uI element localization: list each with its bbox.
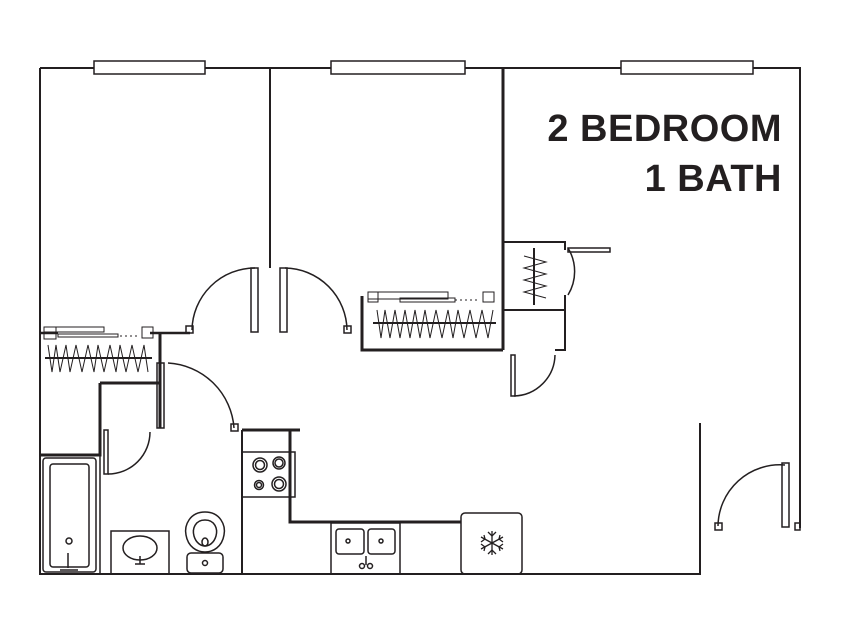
bathroom-sink-icon xyxy=(110,530,170,575)
snowflake-icon xyxy=(480,531,504,555)
stove-icon xyxy=(241,451,296,498)
bathtub-icon xyxy=(42,457,97,573)
closet-rods xyxy=(43,248,548,373)
windows xyxy=(93,60,754,75)
interior-walls xyxy=(40,68,701,574)
doors xyxy=(103,247,801,531)
refrigerator xyxy=(460,512,523,575)
toilet-icon xyxy=(184,511,226,574)
kitchen-sink-icon xyxy=(330,522,401,575)
bath-count-title: 1 BATH xyxy=(644,158,782,200)
unit-type-title: 2 BEDROOM xyxy=(547,108,782,150)
